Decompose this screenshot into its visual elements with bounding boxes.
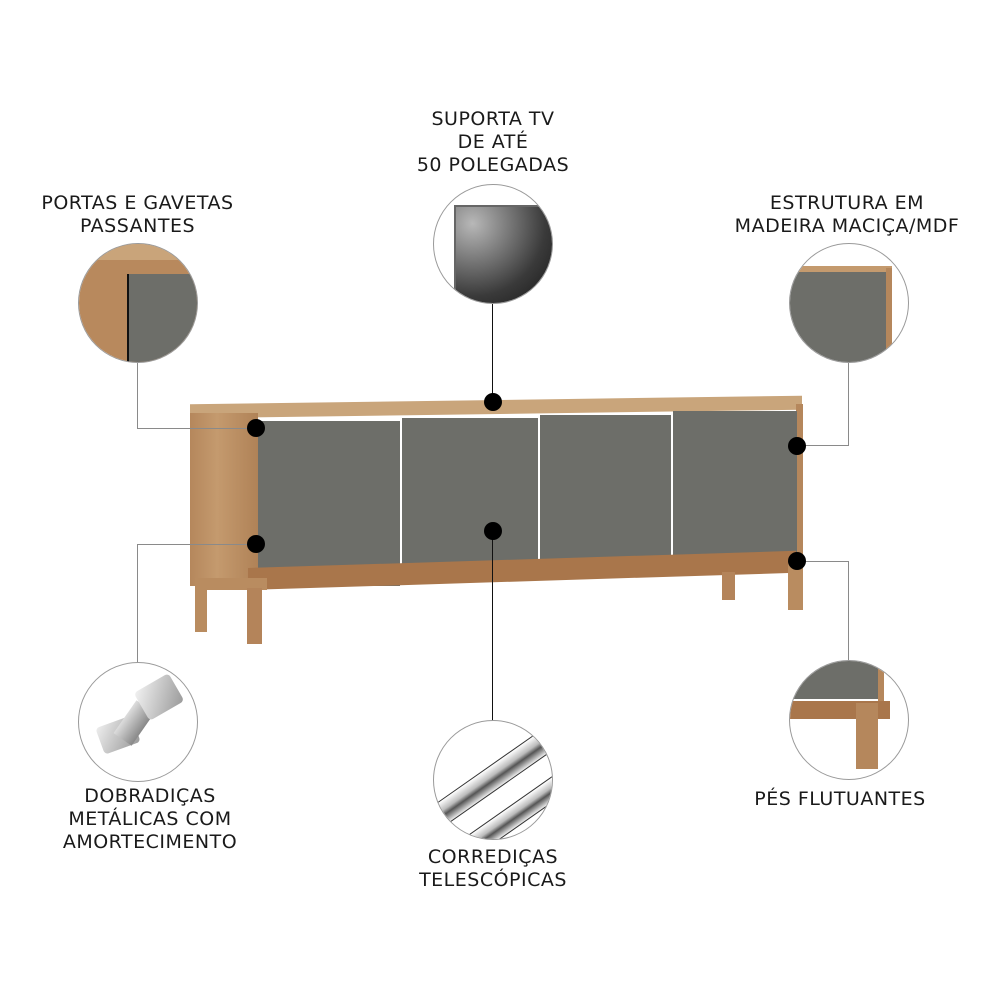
callout-dot-feet: [788, 552, 806, 570]
door-2: [402, 418, 538, 578]
leg-back-right: [722, 572, 735, 600]
callout-line-feet-v: [848, 561, 849, 661]
hinge-icon: [78, 662, 198, 782]
feature-label-slides: CORREDIÇAS TELESCÓPICAS: [419, 846, 567, 891]
callout-line-slides: [492, 531, 493, 721]
callout-line-hinges-v: [137, 544, 138, 664]
feature-label-tv-support: SUPORTA TV DE ATÉ 50 POLEGADAS: [416, 108, 570, 176]
feature-label-structure: ESTRUTURA EM MADEIRA MACIÇA/MDF: [734, 192, 960, 237]
tv-screen-icon: [433, 184, 553, 304]
callout-dot-hinges: [247, 535, 265, 553]
door-1: [258, 421, 400, 586]
callout-line-doors-v: [137, 363, 138, 428]
callout-line-hinges-h: [137, 544, 255, 545]
feature-label-doors: PORTAS E GAVETAS PASSANTES: [41, 192, 234, 237]
callout-line-tv: [492, 304, 493, 402]
leg-front-right: [788, 560, 803, 610]
sideboard-right-edge: [796, 404, 803, 556]
callout-line-structure-v: [848, 363, 849, 445]
callout-dot-structure: [788, 437, 806, 455]
callout-line-structure-h: [797, 445, 849, 446]
door-4: [673, 411, 797, 562]
structure-corner-detail-icon: [789, 243, 909, 363]
feature-label-feet: PÉS FLUTUANTES: [754, 788, 926, 810]
callout-line-doors-h: [137, 428, 255, 429]
feature-label-hinges: DOBRADIÇAS METÁLICAS COM AMORTECIMENTO: [62, 785, 238, 853]
door-corner-detail-icon: [78, 243, 198, 363]
callout-dot-doors: [247, 419, 265, 437]
leg-back-left: [195, 582, 207, 632]
leg-front-left: [247, 588, 262, 644]
door-3: [540, 415, 671, 571]
callout-dot-slides: [484, 522, 502, 540]
drawer-slide-icon: [433, 720, 553, 840]
base-rail-left: [195, 578, 267, 590]
callout-dot-tv: [484, 393, 502, 411]
floating-foot-icon: [789, 660, 909, 780]
callout-line-feet-h: [797, 561, 849, 562]
sideboard-side-panel: [190, 413, 258, 586]
